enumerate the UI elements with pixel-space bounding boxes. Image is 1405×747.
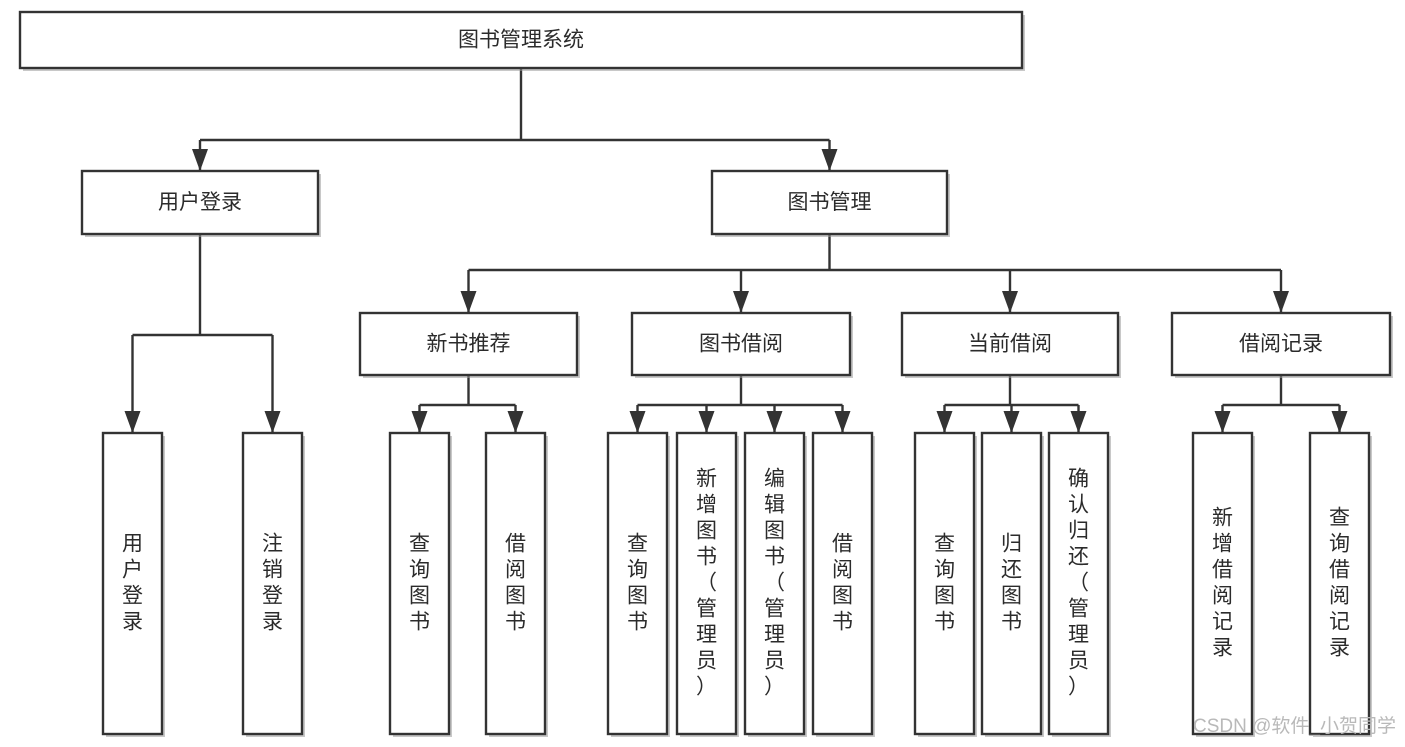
node-borrow-record-rect[interactable] (1170, 311, 1392, 377)
node-leaf-borrow-book-rec-rect[interactable] (484, 431, 547, 736)
csdn-watermark: CSDN @软件_小贺同学 (1193, 715, 1396, 737)
node-leaf-return-book-rect[interactable] (980, 431, 1043, 736)
arrow-head-icon (1002, 291, 1018, 313)
arrow-head-icon (766, 411, 783, 433)
node-book-borrow[interactable]: 图书借阅 (630, 311, 853, 378)
node-leaf-add-book-rect[interactable] (675, 431, 738, 736)
node-leaf-logout-rect[interactable] (241, 431, 304, 736)
connector-layer (124, 68, 1348, 433)
arrow-head-icon (1214, 411, 1231, 433)
node-book-management-rect[interactable] (710, 169, 949, 236)
arrow-head-icon (460, 291, 477, 313)
node-leaf-edit-book-label: 编辑图书（管理员） (764, 468, 785, 699)
arrow-head-icon (834, 411, 851, 433)
node-leaf-query-record-rect[interactable] (1308, 431, 1371, 736)
node-leaf-query-book-cur[interactable]: 查询图书 (913, 431, 977, 737)
node-leaf-query-book-borrow-rect[interactable] (606, 431, 669, 736)
node-leaf-borrow-book[interactable]: 借阅图书 (811, 431, 875, 737)
arrow-head-icon (411, 411, 428, 433)
node-leaf-add-record-label: 新增借阅记录 (1212, 507, 1233, 660)
node-leaf-confirm-return-label: 确认归还（管理员） (1068, 468, 1089, 699)
node-leaf-return-book-label: 归还图书 (1001, 533, 1022, 634)
node-book-borrow-rect[interactable] (630, 311, 852, 377)
node-leaf-query-book-cur-label: 查询图书 (934, 533, 955, 634)
arrow-head-icon (936, 411, 953, 433)
node-leaf-add-book-label: 新增图书（管理员） (696, 468, 717, 699)
arrow-head-icon (264, 411, 281, 433)
node-leaf-user-login-rect[interactable] (101, 431, 164, 736)
node-leaf-add-record[interactable]: 新增借阅记录 (1191, 431, 1255, 737)
node-book-management-label: 图书管理 (788, 191, 872, 214)
node-leaf-logout[interactable]: 注销登录 (241, 431, 305, 737)
node-leaf-edit-book-rect[interactable] (743, 431, 806, 736)
node-layer: 图书管理系统用户登录图书管理新书推荐图书借阅当前借阅借阅记录用户登录注销登录查询… (18, 10, 1393, 737)
node-leaf-query-book-rec[interactable]: 查询图书 (388, 431, 452, 737)
node-new-book-recommend-rect[interactable] (358, 311, 579, 377)
node-leaf-query-book-cur-rect[interactable] (913, 431, 976, 736)
node-leaf-query-book-borrow[interactable]: 查询图书 (606, 431, 670, 737)
node-leaf-query-book-borrow-label: 查询图书 (627, 533, 648, 634)
arrow-head-icon (821, 149, 838, 171)
node-new-book-recommend[interactable]: 新书推荐 (358, 311, 580, 378)
node-leaf-query-book-rec-label: 查询图书 (409, 533, 430, 634)
node-borrow-record-label: 借阅记录 (1239, 333, 1323, 356)
node-leaf-confirm-return[interactable]: 确认归还（管理员） (1047, 431, 1111, 737)
node-leaf-add-book[interactable]: 新增图书（管理员） (675, 431, 739, 737)
node-borrow-record[interactable]: 借阅记录 (1170, 311, 1393, 378)
arrow-head-icon (124, 411, 141, 433)
node-leaf-user-login[interactable]: 用户登录 (101, 431, 165, 737)
node-leaf-confirm-return-rect[interactable] (1047, 431, 1110, 736)
node-leaf-edit-book[interactable]: 编辑图书（管理员） (743, 431, 807, 737)
node-root-label: 图书管理系统 (458, 29, 584, 52)
node-book-borrow-label: 图书借阅 (699, 333, 783, 356)
arrow-head-icon (629, 411, 646, 433)
node-leaf-user-login-label: 用户登录 (122, 533, 143, 634)
node-root-rect[interactable] (18, 10, 1024, 70)
node-leaf-add-record-rect[interactable] (1191, 431, 1254, 736)
node-current-borrow-label: 当前借阅 (968, 333, 1052, 356)
node-leaf-query-book-rec-rect[interactable] (388, 431, 451, 736)
arrow-head-icon (1331, 411, 1348, 433)
arrow-head-icon (192, 149, 208, 171)
node-new-book-recommend-label: 新书推荐 (427, 333, 511, 356)
node-leaf-return-book[interactable]: 归还图书 (980, 431, 1044, 737)
node-leaf-borrow-book-rec-label: 借阅图书 (505, 533, 526, 634)
arrow-head-icon (1003, 411, 1020, 433)
node-leaf-borrow-book-rec[interactable]: 借阅图书 (484, 431, 548, 737)
node-leaf-logout-label: 注销登录 (262, 533, 283, 634)
node-root[interactable]: 图书管理系统 (18, 10, 1025, 71)
node-leaf-query-record-label: 查询借阅记录 (1329, 507, 1350, 660)
node-current-borrow-rect[interactable] (900, 311, 1120, 377)
node-leaf-query-record[interactable]: 查询借阅记录 (1308, 431, 1372, 737)
arrow-head-icon (698, 411, 715, 433)
node-leaf-borrow-book-rect[interactable] (811, 431, 874, 736)
arrow-head-icon (1070, 411, 1087, 433)
node-leaf-borrow-book-label: 借阅图书 (832, 533, 853, 634)
node-user-login-label: 用户登录 (158, 191, 242, 214)
arrow-head-icon (507, 411, 524, 433)
node-book-management[interactable]: 图书管理 (710, 169, 950, 237)
arrow-head-icon (1273, 291, 1289, 313)
node-current-borrow[interactable]: 当前借阅 (900, 311, 1121, 378)
arrow-head-icon (733, 291, 749, 313)
node-user-login[interactable]: 用户登录 (80, 169, 321, 237)
node-user-login-rect[interactable] (80, 169, 320, 236)
